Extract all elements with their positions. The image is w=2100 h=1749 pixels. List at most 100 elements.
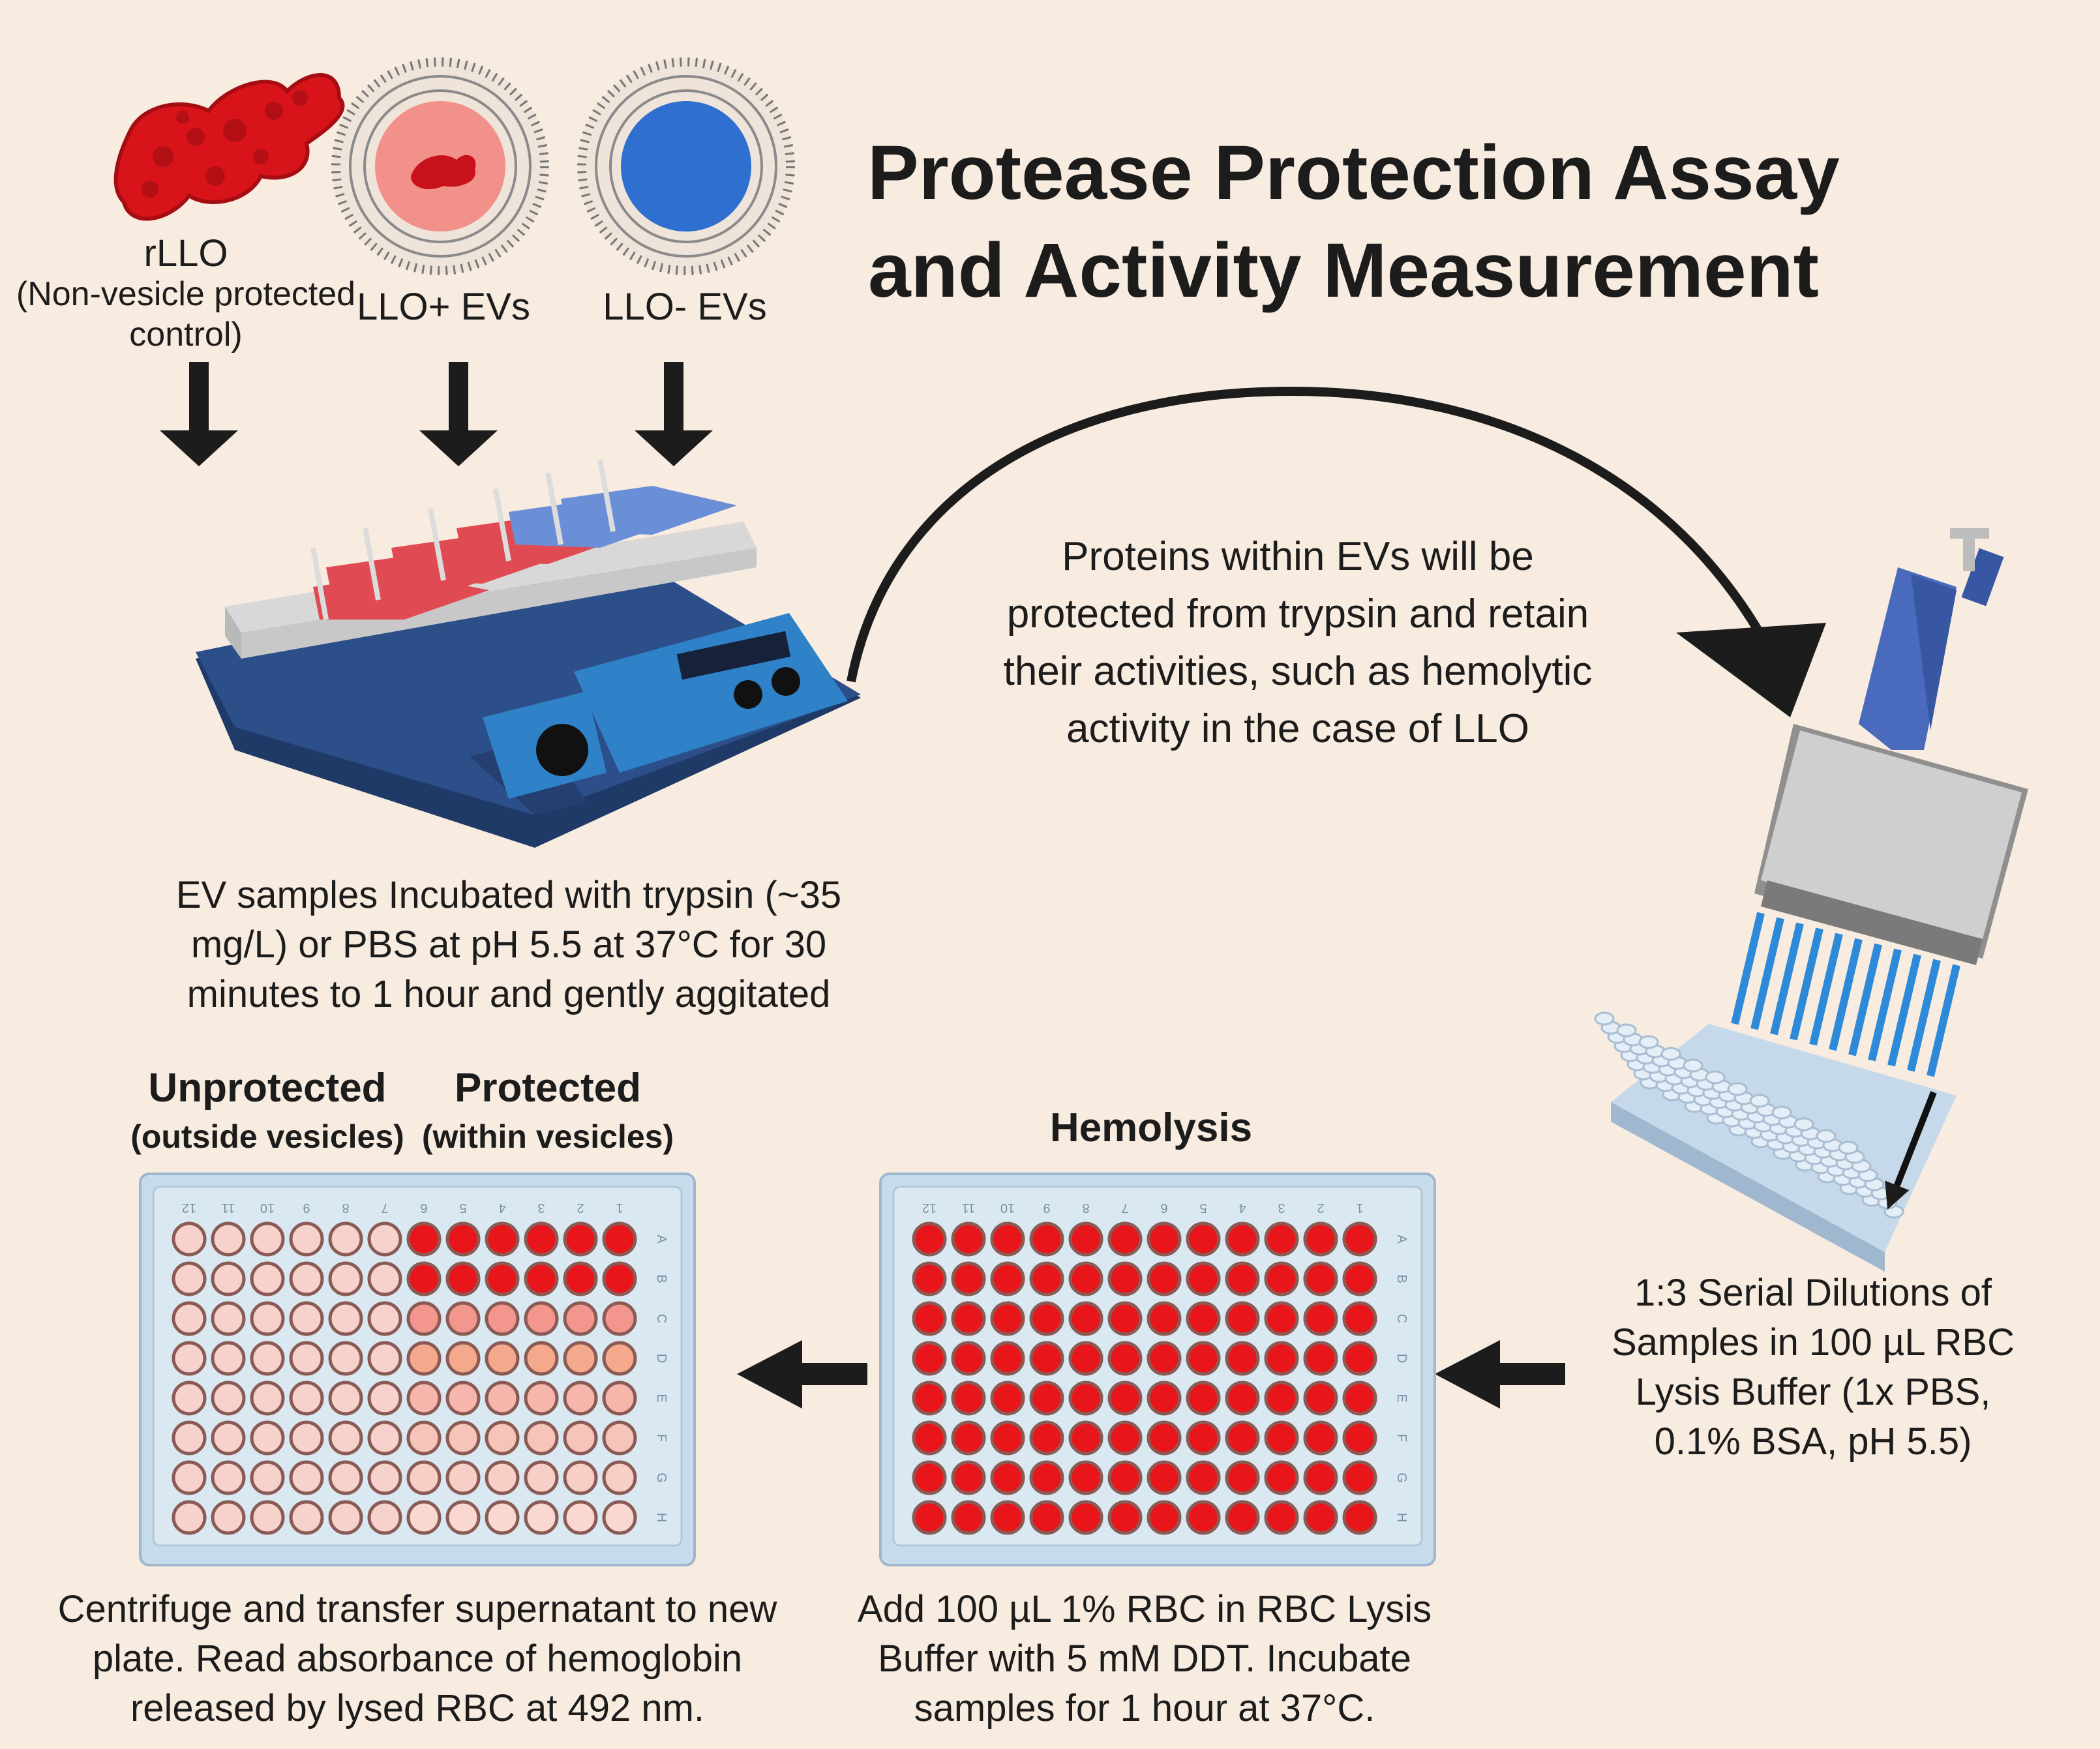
dilution-well bbox=[1616, 1023, 1637, 1038]
plate-well bbox=[1147, 1381, 1182, 1416]
plate-well bbox=[602, 1341, 637, 1376]
plate-well bbox=[1068, 1500, 1103, 1535]
column-label: 2 bbox=[577, 1201, 584, 1215]
plate-well bbox=[1264, 1460, 1299, 1495]
row-label: E bbox=[1394, 1394, 1409, 1402]
plate-well bbox=[172, 1261, 207, 1296]
plate-well bbox=[172, 1500, 207, 1535]
plate-well bbox=[367, 1221, 402, 1257]
row-label: F bbox=[654, 1434, 668, 1442]
plate-well bbox=[1342, 1261, 1377, 1296]
page-title: Protease Protection Assay and Activity M… bbox=[867, 130, 1840, 314]
plate-well bbox=[524, 1500, 559, 1535]
plate-well bbox=[524, 1261, 559, 1296]
row-label: F bbox=[1394, 1434, 1409, 1442]
plate-well bbox=[1225, 1420, 1260, 1456]
shaker-icon bbox=[196, 459, 861, 848]
plate-well bbox=[524, 1460, 559, 1495]
plate-well bbox=[524, 1221, 559, 1257]
plate-well bbox=[289, 1381, 324, 1416]
curved-arrow-icon bbox=[847, 386, 1778, 683]
plate-well bbox=[485, 1500, 520, 1535]
plate-well bbox=[1068, 1420, 1103, 1456]
row-label: H bbox=[654, 1513, 668, 1522]
plate-well bbox=[406, 1500, 442, 1535]
plate-well bbox=[912, 1500, 947, 1535]
plate-well bbox=[1303, 1301, 1338, 1336]
plate-well bbox=[1225, 1341, 1260, 1376]
plate-well bbox=[445, 1420, 481, 1456]
column-label: 4 bbox=[1238, 1201, 1246, 1215]
plate-well bbox=[1342, 1381, 1377, 1416]
plate-well bbox=[250, 1341, 285, 1376]
plate-well bbox=[250, 1221, 285, 1257]
plate-well bbox=[328, 1341, 363, 1376]
column-label: 5 bbox=[459, 1201, 466, 1215]
plate-well bbox=[485, 1381, 520, 1416]
plate-well bbox=[485, 1301, 520, 1336]
plate-well bbox=[485, 1221, 520, 1257]
plate-well bbox=[1147, 1261, 1182, 1296]
plate-well bbox=[990, 1420, 1025, 1456]
llo-negative-ev-label: LLO- EVs bbox=[603, 286, 767, 328]
dilution-description: 1:3 Serial Dilutions of Samples in 100 µ… bbox=[1611, 1272, 2015, 1463]
plate-well bbox=[367, 1301, 402, 1336]
row-label: A bbox=[1394, 1234, 1409, 1244]
plate-well bbox=[912, 1261, 947, 1296]
plate-well bbox=[563, 1341, 598, 1376]
plate-well bbox=[1186, 1500, 1221, 1535]
plate-well bbox=[250, 1301, 285, 1336]
rllo-protein-icon bbox=[113, 73, 345, 221]
unprotected-heading: Unprotected (outside vesicles) bbox=[130, 1066, 404, 1155]
column-label: 12 bbox=[922, 1201, 937, 1215]
plate-well bbox=[1303, 1381, 1338, 1416]
plate-well bbox=[211, 1500, 246, 1535]
plate-well bbox=[1107, 1420, 1143, 1456]
plate-well bbox=[172, 1341, 207, 1376]
plate-well bbox=[1147, 1221, 1182, 1257]
plate-well bbox=[172, 1301, 207, 1336]
plate-well bbox=[990, 1500, 1025, 1535]
plate-well bbox=[406, 1381, 442, 1416]
llo-positive-ev-label: LLO+ EVs bbox=[357, 286, 530, 328]
plate-well bbox=[951, 1500, 986, 1535]
plate-well bbox=[1225, 1460, 1260, 1495]
plate-well bbox=[406, 1341, 442, 1376]
column-label: 7 bbox=[381, 1201, 388, 1215]
plate-well bbox=[289, 1500, 324, 1535]
plate-well bbox=[367, 1460, 402, 1495]
plate-well bbox=[951, 1341, 986, 1376]
plate-well bbox=[367, 1381, 402, 1416]
plate-well bbox=[445, 1460, 481, 1495]
plate-well bbox=[912, 1301, 947, 1336]
plate-well bbox=[951, 1221, 986, 1257]
plate-well bbox=[1342, 1500, 1377, 1535]
plate-well bbox=[1186, 1420, 1221, 1456]
plate-well bbox=[912, 1420, 947, 1456]
plate-well bbox=[951, 1381, 986, 1416]
plate-well bbox=[951, 1420, 986, 1456]
plate-well bbox=[172, 1221, 207, 1257]
plate-well bbox=[289, 1460, 324, 1495]
plate-well bbox=[328, 1420, 363, 1456]
plate-well bbox=[1303, 1341, 1338, 1376]
hemolysis-description: Add 100 µL 1% RBC in RBC Lysis Buffer wi… bbox=[857, 1588, 1432, 1729]
dilution-well bbox=[1771, 1105, 1792, 1120]
row-label: B bbox=[654, 1274, 668, 1283]
dilution-well bbox=[1660, 1047, 1681, 1061]
plate-well bbox=[289, 1341, 324, 1376]
column-label: 6 bbox=[420, 1201, 427, 1215]
plate-well bbox=[912, 1381, 947, 1416]
plate-well bbox=[211, 1460, 246, 1495]
plate-well bbox=[602, 1221, 637, 1257]
plate-well bbox=[1303, 1221, 1338, 1257]
plate-well bbox=[406, 1301, 442, 1336]
plate-well bbox=[445, 1381, 481, 1416]
dilution-well bbox=[1727, 1082, 1748, 1096]
row-label: C bbox=[654, 1314, 668, 1323]
column-label: 7 bbox=[1121, 1201, 1128, 1215]
plate-well bbox=[563, 1420, 598, 1456]
plate-well bbox=[1186, 1381, 1221, 1416]
plate-well bbox=[1186, 1460, 1221, 1495]
